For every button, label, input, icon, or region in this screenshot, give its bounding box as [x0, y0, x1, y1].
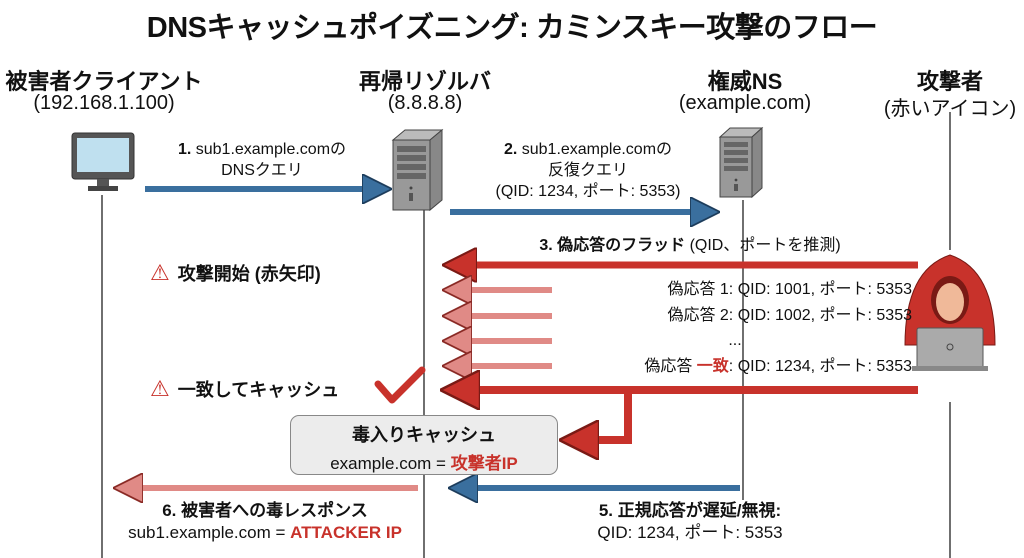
match-label: 偽応答 一致: QID: 1234, ポート: 5353 — [644, 358, 912, 375]
step5-label: 5. 正規応答が遅延/無視:QID: 1234, ポート: 5353 — [597, 501, 783, 542]
client-ip: (192.168.1.100) — [33, 92, 175, 114]
hacker-icon — [904, 254, 996, 371]
step3-label: 3. 偽応答のフラッド (QID、ポートを推測) — [539, 237, 841, 254]
client-name: 被害者クライアント — [5, 69, 203, 94]
resolver-ip: (8.8.8.8) — [387, 92, 463, 114]
attacker-desc: (赤いアイコン) — [883, 98, 1017, 120]
resolver-server-icon — [391, 128, 444, 212]
ns-domain: (example.com) — [678, 92, 812, 114]
ellipsis: ... — [728, 332, 742, 349]
arrow-to-cache — [575, 394, 632, 440]
warning-icon: ⚠ — [150, 376, 170, 401]
attack-start-warning: ⚠攻撃開始 (赤矢印) — [150, 260, 321, 285]
ns-server-icon — [718, 126, 764, 199]
page-title: DNSキャッシュポイズニング: カミンスキー攻撃のフロー — [146, 12, 878, 44]
step2-label: 2. sub1.example.comの反復クエリ(QID: 1234, ポート… — [495, 141, 681, 200]
cached-warning: ⚠一致してキャッシュ — [150, 376, 340, 401]
cache-entry: example.com = 攻撃者IP — [330, 454, 518, 473]
monitor-icon — [71, 132, 135, 191]
fake1-label: 偽応答 1: QID: 1001, ポート: 5353 — [667, 281, 912, 298]
fake2-label: 偽応答 2: QID: 1002, ポート: 5353 — [667, 307, 912, 324]
ns-name: 権威NS — [707, 69, 783, 94]
poisoned-cache-box: 毒入りキャッシュ example.com = 攻撃者IP — [290, 415, 558, 475]
resolver-name: 再帰リゾルバ — [358, 69, 492, 94]
attacker-name: 攻撃者 — [916, 69, 984, 94]
checkmark-icon — [374, 366, 426, 404]
warning-icon: ⚠ — [150, 260, 170, 285]
cache-title: 毒入りキャッシュ — [352, 425, 496, 445]
